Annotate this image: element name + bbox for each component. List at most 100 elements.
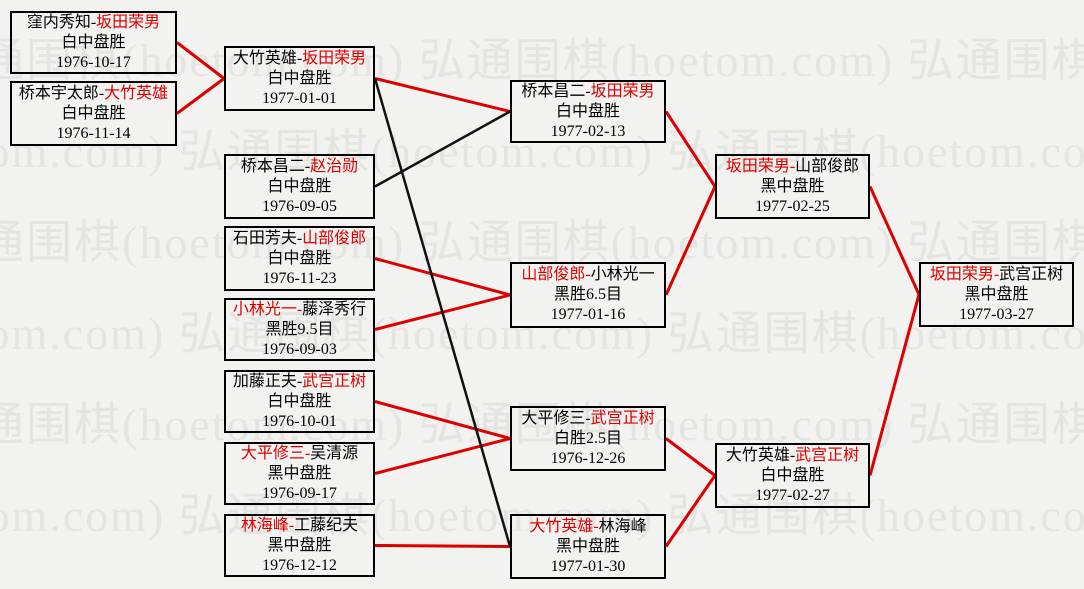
player-right: 武宫正树 bbox=[302, 372, 367, 390]
match-result: 白中盘胜 bbox=[555, 102, 620, 120]
match-date: 1977-02-13 bbox=[550, 122, 626, 140]
match-date: 1977-03-27 bbox=[959, 305, 1034, 323]
player-right: 吴清源 bbox=[310, 444, 359, 462]
player-right: 工藤纪夫 bbox=[294, 516, 359, 534]
player-left: 大平修三- bbox=[521, 409, 591, 427]
match-box: 小林光一-藤泽秀行黑胜9.5目 1976-09-03 bbox=[224, 298, 375, 361]
player-left: 大竹英雄- bbox=[232, 49, 303, 67]
player-left: 坂田荣男- bbox=[929, 265, 1000, 283]
player-right: 藤泽秀行 bbox=[302, 300, 367, 318]
player-left: 大竹英雄- bbox=[725, 446, 796, 464]
edge-red bbox=[374, 400, 511, 440]
match-result: 黑中盘胜 bbox=[964, 285, 1029, 303]
match-players: 桥本昌二-坂田荣男 bbox=[521, 82, 654, 102]
player-right: 坂田荣男 bbox=[590, 82, 655, 100]
match-date: 1976-12-26 bbox=[550, 449, 626, 467]
edge-black bbox=[373, 78, 512, 547]
player-left: 窪内秀知- bbox=[26, 13, 97, 31]
match-players: 坂田荣男-山部俊郎 bbox=[726, 157, 859, 177]
match-players: 大平修三-武宫正树 bbox=[521, 409, 654, 429]
match-players: 坂田荣男-武宫正树 bbox=[930, 265, 1063, 285]
edge-red bbox=[374, 77, 511, 113]
match-players: 加藤正夫-武宫正树 bbox=[233, 372, 366, 392]
match-date: 1977-02-27 bbox=[755, 486, 830, 504]
match-result: 白中盘胜 bbox=[61, 104, 126, 122]
match-result: 黑胜9.5目 bbox=[265, 320, 334, 338]
player-right: 小林光一 bbox=[590, 266, 655, 283]
match-players: 山部俊郎-小林光一 bbox=[521, 265, 654, 285]
edge-black bbox=[374, 110, 511, 188]
player-right: 坂田荣男 bbox=[96, 13, 161, 31]
match-result: 黑中盘胜 bbox=[267, 536, 332, 554]
match-date: 1976-10-01 bbox=[262, 412, 337, 430]
player-left: 山部俊郎- bbox=[521, 266, 591, 283]
match-players: 林海峰-工藤纪夫 bbox=[241, 516, 358, 536]
match-players: 小林光一-藤泽秀行 bbox=[233, 300, 366, 320]
match-players: 窪内秀知-坂田荣男 bbox=[27, 13, 160, 33]
match-players: 大竹英雄-坂田荣男 bbox=[233, 49, 366, 69]
match-date: 1976-09-17 bbox=[262, 484, 337, 502]
edge-red bbox=[374, 257, 511, 297]
match-box: 坂田荣男-山部俊郎黑中盘胜 1977-02-25 bbox=[715, 154, 870, 219]
player-right: 武宫正树 bbox=[795, 446, 860, 464]
match-result: 白中盘胜 bbox=[61, 33, 126, 51]
player-left: 大平修三- bbox=[240, 444, 311, 462]
player-right: 山部俊郎 bbox=[795, 157, 860, 175]
match-players: 大竹英雄-林海峰 bbox=[529, 517, 646, 537]
match-result: 黑中盘胜 bbox=[555, 537, 620, 555]
match-players: 大平修三-吴清源 bbox=[241, 444, 358, 464]
edge-red bbox=[868, 185, 921, 296]
match-date: 1976-11-14 bbox=[56, 124, 131, 142]
edge-red bbox=[374, 437, 511, 475]
match-box: 桥本宇太郎-大竹英雄白中盘胜 1976-11-14 bbox=[10, 81, 177, 146]
player-right: 武宫正树 bbox=[999, 265, 1064, 283]
match-result: 白中盘胜 bbox=[760, 466, 825, 484]
player-right: 坂田荣男 bbox=[302, 49, 367, 67]
match-result: 白胜2.5目 bbox=[553, 429, 622, 447]
player-left: 大竹英雄- bbox=[529, 517, 599, 535]
player-right: 武宫正树 bbox=[590, 409, 655, 427]
edge-red bbox=[665, 437, 716, 477]
edge-red bbox=[868, 294, 921, 476]
match-date: 1977-01-30 bbox=[550, 557, 626, 575]
match-result: 白中盘胜 bbox=[267, 392, 332, 410]
edge-red bbox=[664, 110, 717, 188]
player-right: 赵治勋 bbox=[310, 157, 359, 175]
match-date: 1977-01-01 bbox=[262, 89, 337, 107]
match-players: 石田芳夫-山部俊郎 bbox=[233, 229, 366, 249]
match-box: 大竹英雄-林海峰黑中盘胜 1977-01-30 bbox=[510, 514, 666, 579]
match-date: 1976-09-03 bbox=[262, 340, 337, 358]
match-date: 1977-01-16 bbox=[550, 306, 626, 323]
match-result: 黑胜6.5目 bbox=[553, 286, 622, 303]
player-right: 山部俊郎 bbox=[302, 229, 367, 247]
match-date: 1977-02-25 bbox=[755, 197, 830, 215]
match-players: 桥本宇太郎-大竹英雄 bbox=[19, 84, 168, 104]
player-left: 桥本宇太郎- bbox=[18, 84, 105, 102]
edge-red bbox=[176, 41, 225, 80]
match-result: 白中盘胜 bbox=[267, 69, 332, 87]
player-left: 石田芳夫- bbox=[232, 229, 303, 247]
match-result: 黑中盘胜 bbox=[760, 177, 825, 195]
match-players: 桥本昌二-赵治勋 bbox=[241, 157, 358, 177]
match-date: 1976-09-05 bbox=[262, 197, 337, 215]
match-date: 1976-10-17 bbox=[56, 53, 131, 71]
match-date: 1976-11-23 bbox=[262, 269, 337, 287]
match-result: 黑中盘胜 bbox=[267, 464, 332, 482]
player-left: 桥本昌二- bbox=[240, 157, 311, 175]
player-left: 加藤正夫- bbox=[232, 372, 303, 390]
match-result: 白中盘胜 bbox=[267, 177, 332, 195]
edge-red bbox=[374, 544, 511, 548]
edge-red bbox=[176, 77, 225, 115]
match-players: 大竹英雄-武宫正树 bbox=[726, 446, 859, 466]
